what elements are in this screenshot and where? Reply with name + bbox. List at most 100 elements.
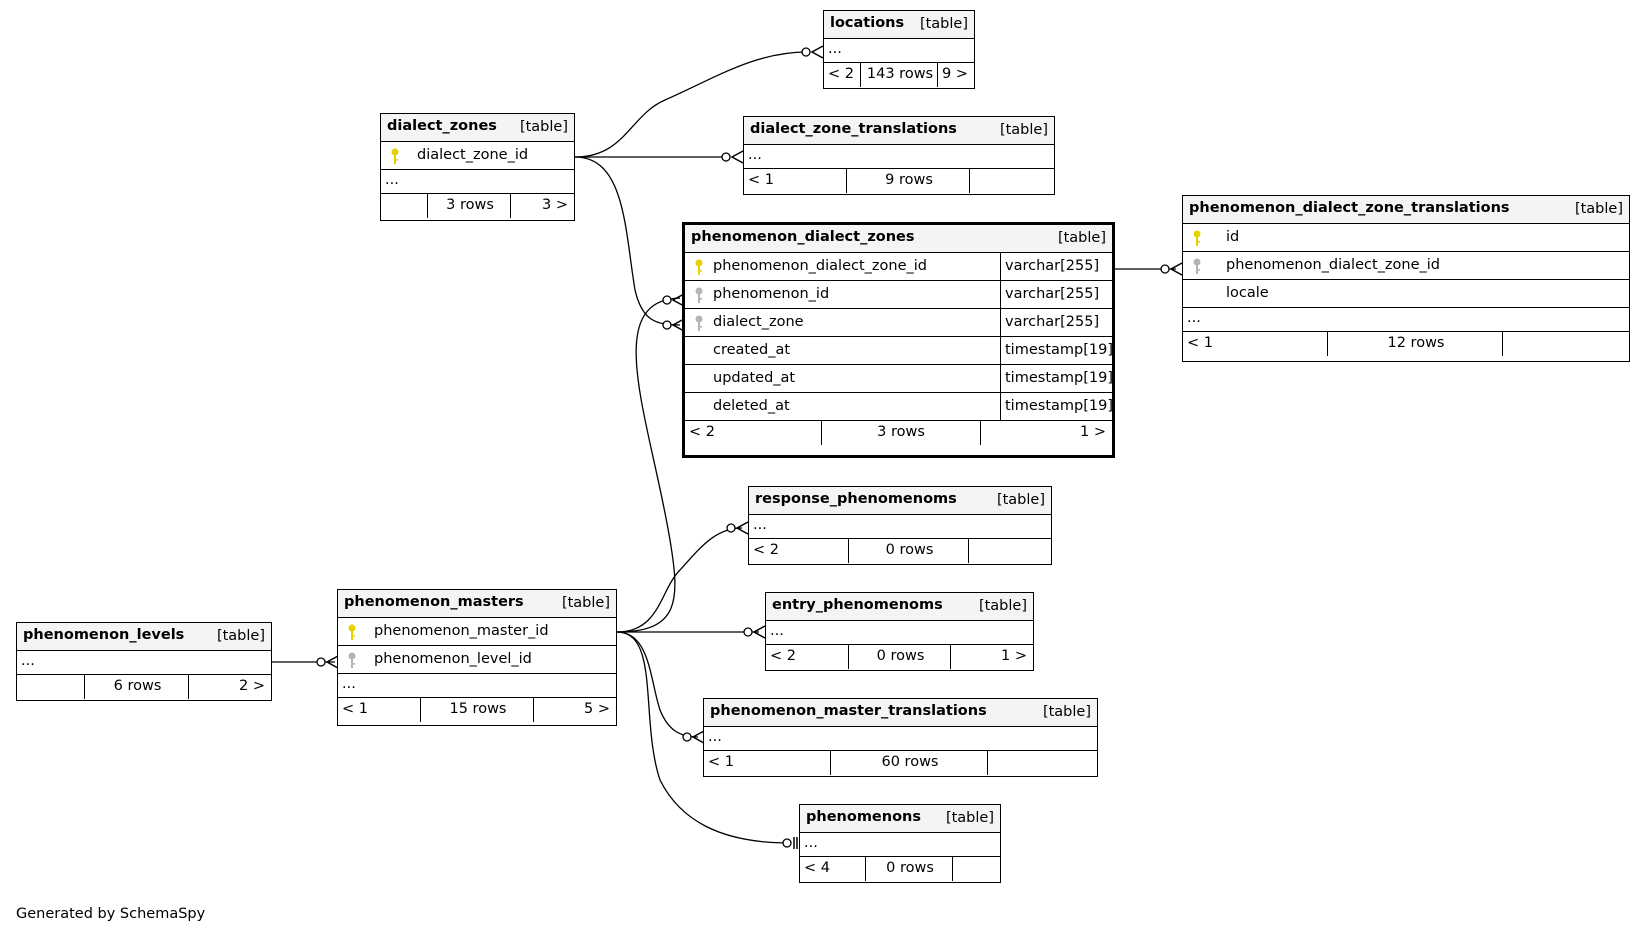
parents-link[interactable]: < 2 xyxy=(824,63,861,87)
column-row[interactable]: phenomenon_master_id xyxy=(338,618,616,646)
foreign-key-icon xyxy=(1193,258,1201,274)
column-name: id xyxy=(1226,229,1240,245)
table-footer: 3 rows 3 > xyxy=(381,194,574,218)
column-type: timestamp[19] xyxy=(1005,398,1113,414)
more-columns: ... xyxy=(1183,308,1629,332)
link-dialect-zones-pdz xyxy=(574,156,681,326)
column-row[interactable]: phenomenon_id varchar[255] xyxy=(685,281,1112,309)
link-pm-translations xyxy=(616,631,699,738)
children-link[interactable] xyxy=(968,539,1051,563)
more-columns: ... xyxy=(800,833,1000,857)
column-row[interactable]: dialect_zone varchar[255] xyxy=(685,309,1112,337)
table-phenomenon-levels[interactable]: phenomenon_levels [table] ... 6 rows 2 > xyxy=(16,622,272,701)
table-header: locations [table] xyxy=(824,11,974,39)
parents-link[interactable]: < 2 xyxy=(749,539,849,563)
primary-key-icon xyxy=(1193,230,1201,246)
table-name[interactable]: phenomenon_master_translations xyxy=(710,703,987,719)
parents-link[interactable]: < 2 xyxy=(685,421,822,445)
children-link[interactable]: 1 > xyxy=(950,645,1033,669)
children-link[interactable] xyxy=(987,751,1097,775)
table-name[interactable]: locations xyxy=(830,15,905,31)
parents-link[interactable]: < 1 xyxy=(338,698,421,722)
column-name: dialect_zone xyxy=(713,314,804,330)
column-row[interactable]: id xyxy=(1183,224,1629,252)
row-count: 3 rows xyxy=(446,197,494,213)
row-count: 15 rows xyxy=(449,701,507,717)
column-row[interactable]: updated_at timestamp[19] xyxy=(685,365,1113,393)
column-type: varchar[255] xyxy=(1005,314,1100,330)
primary-key-icon xyxy=(391,148,399,164)
children-link[interactable]: 2 > xyxy=(188,675,271,699)
table-entry-phenomenoms[interactable]: entry_phenomenoms [table] ... < 2 0 rows… xyxy=(765,592,1034,671)
table-name[interactable]: phenomenon_dialect_zone_translations xyxy=(1189,200,1510,216)
children-link[interactable] xyxy=(1502,332,1629,356)
column-row[interactable]: phenomenon_level_id xyxy=(338,646,616,674)
table-name[interactable]: phenomenons xyxy=(806,809,922,825)
row-count: 0 rows xyxy=(885,542,934,558)
generated-by-label: Generated by SchemaSpy xyxy=(16,906,206,922)
column-name: dialect_zone_id xyxy=(417,147,529,163)
table-phenomenon-masters[interactable]: phenomenon_masters [table] phenomenon_ma… xyxy=(337,589,617,726)
table-type: [table] xyxy=(1574,201,1623,217)
table-dialect-zone-translations[interactable]: dialect_zone_translations [table] ... < … xyxy=(743,116,1055,195)
table-phenomenon-master-translations[interactable]: phenomenon_master_translations [table] .… xyxy=(703,698,1098,777)
column-row[interactable]: locale xyxy=(1183,280,1629,308)
parents-link[interactable]: < 1 xyxy=(1183,332,1328,356)
table-footer: < 1 15 rows 5 > xyxy=(338,698,616,722)
table-phenomenon-dialect-zone-translations[interactable]: phenomenon_dialect_zone_translations [ta… xyxy=(1182,195,1630,362)
parents-link[interactable]: < 4 xyxy=(800,857,866,881)
table-type: [table] xyxy=(999,122,1048,138)
table-dialect-zones[interactable]: dialect_zones [table] dialect_zone_id ..… xyxy=(380,113,575,221)
children-link[interactable]: 1 > xyxy=(980,421,1112,445)
link-pm-response xyxy=(616,527,743,633)
table-name[interactable]: response_phenomenoms xyxy=(755,491,957,507)
column-row[interactable]: dialect_zone_id xyxy=(381,142,574,170)
table-footer: < 1 12 rows xyxy=(1183,332,1629,356)
column-type-cell: varchar[255] xyxy=(1000,253,1112,280)
table-name[interactable]: phenomenon_masters xyxy=(344,594,524,610)
table-name[interactable]: dialect_zones xyxy=(387,118,497,134)
primary-key-icon xyxy=(695,259,703,275)
row-count: 60 rows xyxy=(881,754,939,770)
table-name[interactable]: dialect_zone_translations xyxy=(750,121,957,137)
children-link[interactable] xyxy=(952,857,1000,881)
children-link[interactable]: 9 > xyxy=(937,63,974,87)
table-name[interactable]: phenomenon_levels xyxy=(23,627,185,643)
children-link[interactable] xyxy=(969,169,1054,193)
column-name: phenomenon_id xyxy=(713,286,830,302)
table-type: [table] xyxy=(561,595,610,611)
parents-link[interactable]: < 1 xyxy=(744,169,847,193)
column-row[interactable]: phenomenon_dialect_zone_id xyxy=(1183,252,1629,280)
column-name: phenomenon_dialect_zone_id xyxy=(1226,257,1440,273)
link-pm-phenomenons xyxy=(616,631,791,844)
column-row[interactable]: created_at timestamp[19] xyxy=(685,337,1113,365)
table-footer: < 2 0 rows 1 > xyxy=(766,645,1033,669)
column-row[interactable]: deleted_at timestamp[19] xyxy=(685,393,1113,421)
more-columns: ... xyxy=(704,727,1097,751)
table-header: phenomenon_master_translations [table] xyxy=(704,699,1097,727)
table-type: [table] xyxy=(945,810,994,826)
row-count: 6 rows xyxy=(113,678,162,694)
table-name[interactable]: entry_phenomenoms xyxy=(772,597,943,613)
column-row[interactable]: phenomenon_dialect_zone_id varchar[255] xyxy=(685,253,1112,281)
column-type-cell: timestamp[19] xyxy=(1000,337,1113,364)
foreign-key-icon xyxy=(348,652,356,668)
parents-link[interactable]: < 2 xyxy=(766,645,849,669)
foreign-key-icon xyxy=(695,287,703,303)
table-phenomenon-dialect-zones[interactable]: phenomenon_dialect_zones [table] phenome… xyxy=(682,222,1115,458)
table-response-phenomenoms[interactable]: response_phenomenoms [table] ... < 2 0 r… xyxy=(748,486,1052,565)
children-link[interactable]: 3 > xyxy=(510,194,574,218)
table-locations[interactable]: locations [table] ... < 2 143 rows 9 > xyxy=(823,10,975,89)
row-count: 12 rows xyxy=(1387,335,1445,351)
children-link[interactable]: 5 > xyxy=(533,698,616,722)
table-name[interactable]: phenomenon_dialect_zones xyxy=(691,229,915,245)
table-phenomenons[interactable]: phenomenons [table] ... < 4 0 rows xyxy=(799,804,1001,883)
parents-link[interactable] xyxy=(17,675,85,699)
parents-link[interactable]: < 1 xyxy=(704,751,831,775)
table-header: response_phenomenoms [table] xyxy=(749,487,1051,515)
parents-link[interactable] xyxy=(381,194,428,218)
table-type: [table] xyxy=(978,598,1027,614)
table-footer: < 2 0 rows xyxy=(749,539,1051,563)
table-footer: < 1 60 rows xyxy=(704,751,1097,775)
